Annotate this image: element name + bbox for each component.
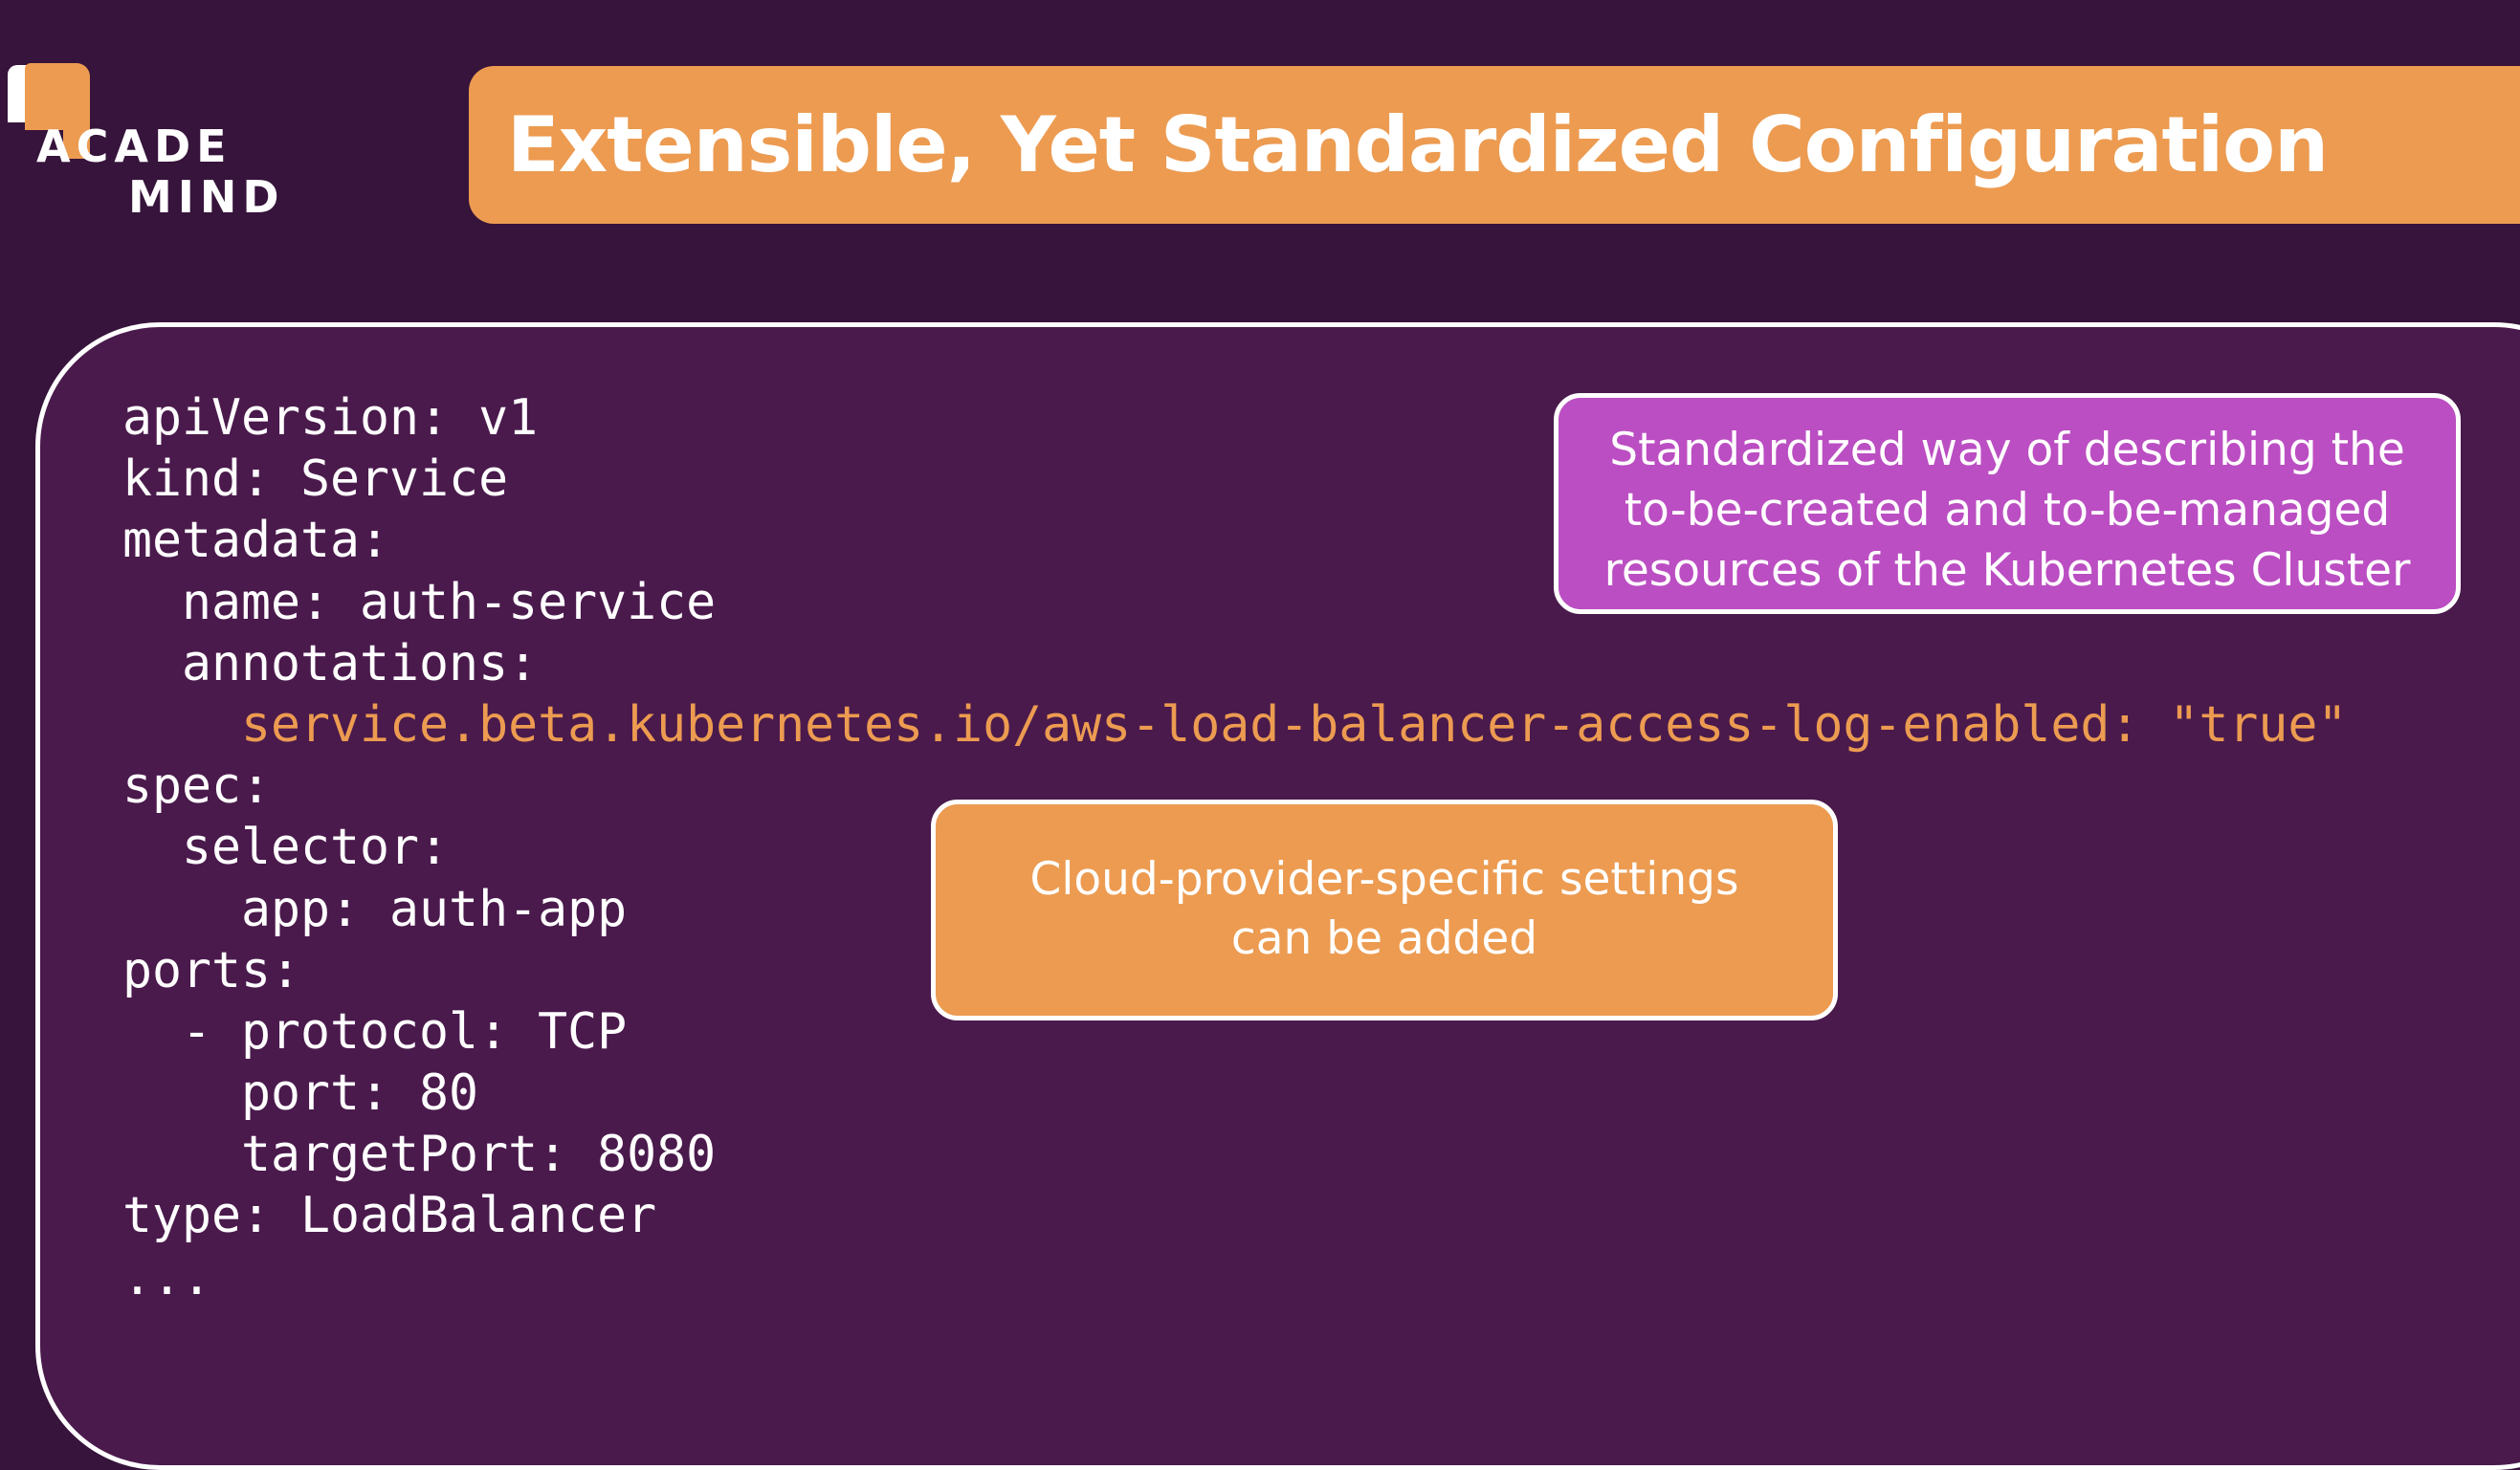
code-line: kind: Service [122,450,509,509]
code-line: annotations: [122,634,539,692]
code-line: name: auth-service [122,573,717,631]
standardized-callout: Standardized way of describing the to-be… [1554,393,2461,614]
code-line: spec: [122,757,272,816]
code-line-annotation-highlight: service.beta.kubernetes.io/aws-load-bala… [122,695,2348,754]
logo-mark-notch [25,130,63,178]
callout-text-line: resources of the Kubernetes Cluster [1603,544,2411,597]
code-line: - protocol: TCP [122,1002,628,1061]
slide-title: Extensible, Yet Standardized Configurati… [507,100,2329,189]
code-line: app: auth-app [122,880,628,938]
logo-text-line2: MIND [128,171,285,223]
academind-logo: ACADE MIND [8,59,295,231]
callout-text-line: Standardized way of describing the [1609,424,2405,476]
code-line: type: LoadBalancer [122,1187,657,1245]
code-line: targetPort: 8080 [122,1126,717,1184]
title-banner: Extensible, Yet Standardized Configurati… [469,66,2520,224]
callout-text-line: can be added [1230,912,1538,965]
code-line: apiVersion: v1 [122,389,539,447]
callout-text-line: to-be-created and to-be-managed [1624,484,2391,537]
code-line: port: 80 [122,1064,479,1123]
logo-text-line1: ACADE [36,121,232,172]
code-line: ports: [122,941,301,999]
callout-text-line: Cloud-provider-specific settings [1029,853,1739,906]
code-line: selector: [122,819,450,877]
code-line: metadata: [122,512,390,570]
code-line: ... [122,1248,212,1306]
cloud-provider-callout: Cloud-provider-specific settings can be … [931,800,1838,1020]
